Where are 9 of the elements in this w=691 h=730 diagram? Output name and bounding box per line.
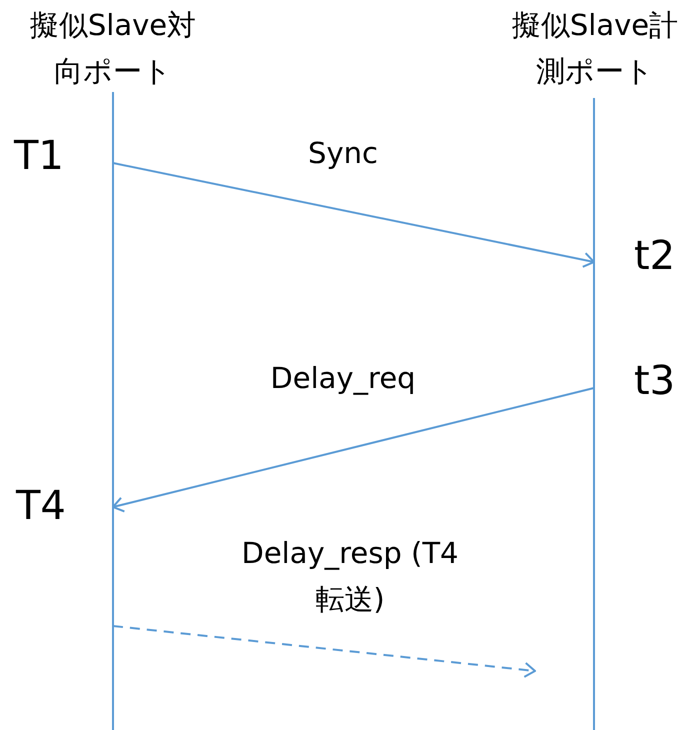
- timestamp-label: t2: [634, 233, 676, 279]
- timestamp-label: T1: [14, 133, 64, 179]
- timestamp-label: T4: [16, 483, 66, 529]
- timestamp-label: t3: [634, 358, 676, 404]
- arrow: [112, 162, 595, 268]
- lifeline-header: 擬似Slave計測ポート: [510, 7, 680, 90]
- lifeline-header: 擬似Slave対向ポート: [28, 7, 198, 90]
- arrow: [112, 387, 594, 512]
- arrow: [112, 625, 536, 678]
